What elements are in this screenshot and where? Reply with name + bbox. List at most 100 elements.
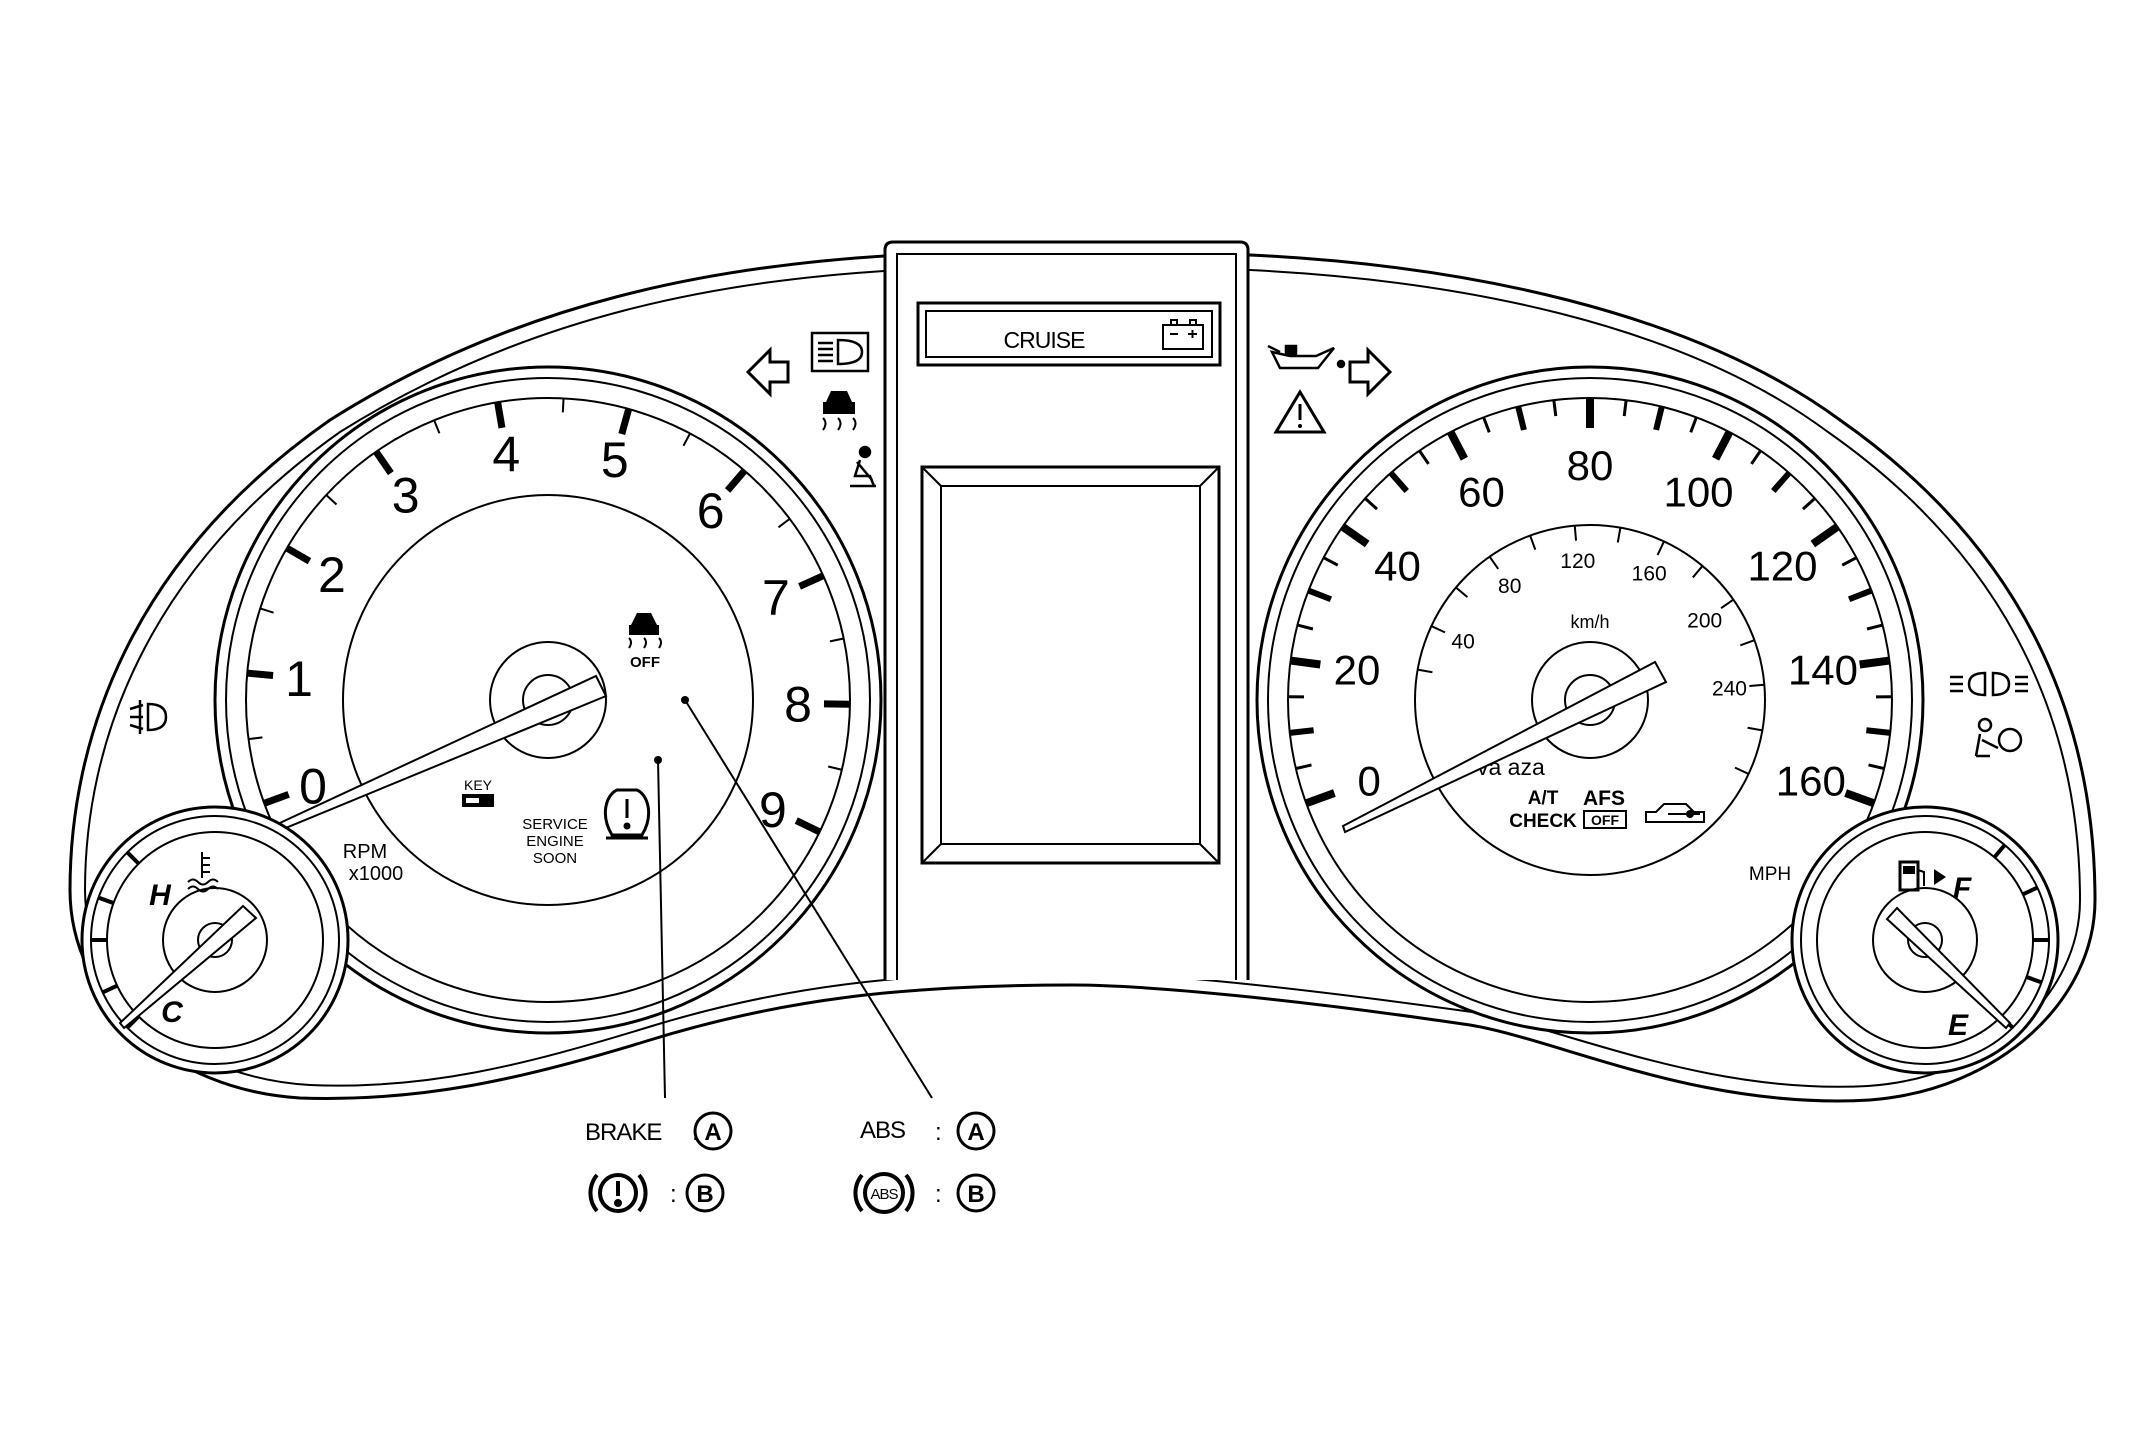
fuel-gauge: F E [1790, 805, 2060, 1075]
tach-number-3: 3 [392, 467, 420, 523]
kmh-tick [1529, 535, 1537, 550]
brake-label: BRAKE [585, 1119, 661, 1146]
mph-minor-tick [1801, 497, 1816, 511]
tach-major-tick [373, 449, 394, 476]
mph-minor-tick [1482, 416, 1491, 433]
seatbelt-warning-icon [850, 445, 876, 488]
afs-off-label: OFF [1591, 812, 1619, 828]
mph-minor-tick [1322, 556, 1339, 567]
tach-number-6: 6 [697, 483, 725, 539]
kmh-tick [1430, 625, 1446, 634]
mph-mid-tick [1653, 405, 1665, 431]
tach-major-tick [794, 817, 822, 836]
temp-cold-label: C [161, 996, 184, 1029]
tach-number-7: 7 [762, 570, 790, 626]
mph-minor-tick [1552, 399, 1558, 417]
abs-colon-b: : [935, 1181, 942, 1208]
tach-major-tick [798, 572, 825, 590]
center-column [883, 240, 1250, 980]
marker-a-abs: A [956, 1111, 996, 1151]
traction-control-off-icon: OFF [628, 613, 662, 671]
master-warning-icon [1273, 389, 1327, 434]
tach-number-2: 2 [318, 547, 346, 603]
mph-number-60: 60 [1458, 469, 1505, 516]
kmh-tick [1720, 598, 1734, 610]
abs-colon-a: : [935, 1119, 942, 1146]
kmh-tick [1734, 766, 1750, 775]
tach-minor-tick [777, 518, 791, 529]
kmh-tick [1616, 527, 1622, 543]
fuel-empty-label: E [1948, 1009, 1969, 1042]
speedometer-tick-marks [1288, 398, 1892, 808]
mph-number-0: 0 [1357, 757, 1380, 804]
at-check-line-2: CHECK [1509, 811, 1577, 832]
tach-major-tick [494, 401, 506, 429]
temperature-needle [118, 904, 258, 1030]
mph-mid-tick [1848, 587, 1873, 603]
abs-label: ABS [860, 1117, 905, 1144]
tach-unit-x1000: x1000 [349, 863, 404, 885]
tach-major-tick [724, 468, 748, 493]
mph-minor-tick [1364, 497, 1379, 511]
mph-unit-label: MPH [1749, 864, 1791, 885]
service-line-3: SOON [533, 850, 577, 867]
headlight-icon [1950, 671, 2028, 697]
marker-b-brake: B [685, 1173, 725, 1213]
kmh-tick [1488, 556, 1500, 570]
kmh-number-200: 200 [1687, 609, 1722, 632]
oil-pressure-icon [1267, 344, 1346, 370]
left-turn-signal-icon [745, 346, 790, 398]
fuel-tick [2022, 885, 2039, 897]
marker-b-abs: B [956, 1173, 996, 1213]
mph-mid-tick [1289, 727, 1314, 736]
tach-minor-tick [561, 398, 565, 413]
service-line-1: SERVICE [522, 816, 588, 833]
temp-tick [97, 895, 115, 905]
abs-callout: ABS : A ABS : B [853, 1111, 996, 1214]
mph-major-tick [1810, 523, 1840, 548]
kmh-tick [1740, 639, 1755, 647]
mph-major-tick [1340, 523, 1370, 548]
mph-number-140: 140 [1788, 646, 1858, 693]
kmh-number-80: 80 [1498, 575, 1521, 598]
key-warning-icon: KEY [462, 777, 494, 807]
battery-icon [1162, 319, 1204, 350]
mph-minor-tick [1689, 416, 1698, 433]
kmh-tick [1455, 586, 1469, 598]
mph-minor-tick [1297, 623, 1314, 631]
mph-mid-tick [1307, 587, 1332, 603]
front-fog-light-icon [129, 700, 168, 734]
mph-minor-tick [1295, 763, 1312, 771]
mph-number-20: 20 [1334, 646, 1381, 693]
cruise-display: CRUISE [916, 301, 1222, 367]
mph-minor-tick [1866, 623, 1883, 631]
mph-number-160: 160 [1776, 757, 1846, 804]
tach-number-9: 9 [759, 782, 787, 838]
temp-hot-label: H [149, 879, 172, 912]
kmh-number-160: 160 [1632, 563, 1667, 586]
mph-mid-tick [1515, 405, 1527, 431]
svg-text:B: B [967, 1181, 984, 1208]
mph-major-tick [1844, 789, 1876, 808]
tach-number-4: 4 [492, 427, 520, 483]
coolant-temperature-icon [187, 852, 219, 893]
mph-major-tick [1712, 430, 1733, 461]
fuel-tick [1992, 843, 2007, 859]
temp-tick [125, 850, 141, 866]
cruise-label: CRUISE [1004, 327, 1086, 353]
mph-number-100: 100 [1663, 469, 1733, 516]
afs-off-box [1583, 810, 1627, 829]
kmh-unit-label: km/h [1570, 612, 1609, 632]
tire-pressure-icon [603, 788, 651, 840]
abs-warning-icon: ABS [853, 1172, 915, 1214]
fuel-needle [1885, 906, 2012, 1030]
mph-minor-tick [1418, 449, 1430, 465]
kmh-tick [1692, 565, 1704, 579]
mph-minor-tick [1750, 449, 1762, 465]
abs-icon-text: ABS [870, 1186, 898, 1203]
mph-minor-tick [1841, 556, 1858, 567]
